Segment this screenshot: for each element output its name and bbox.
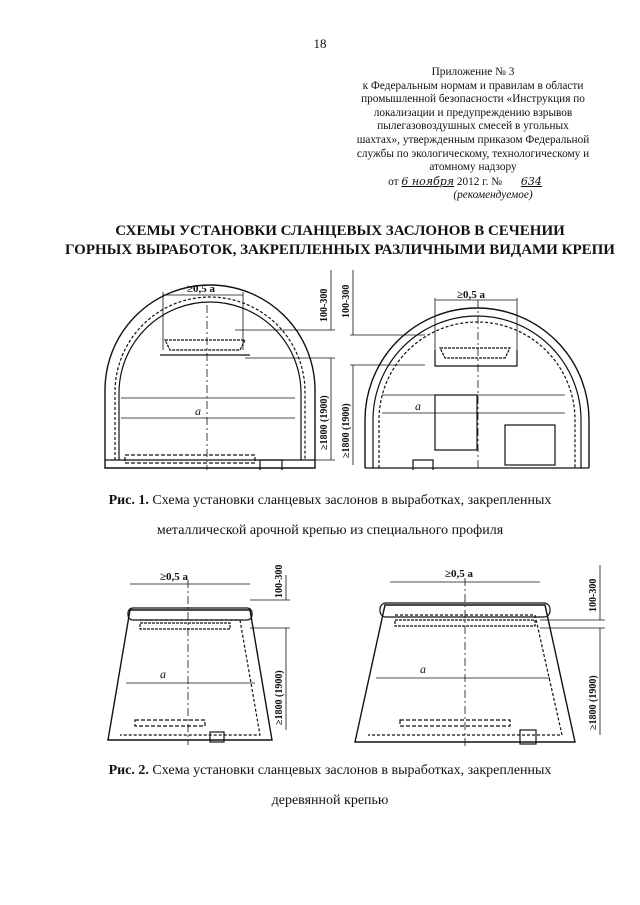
dim-gap: 100-300 <box>274 565 285 598</box>
dim-height: ≥1800 (1900) <box>341 403 352 458</box>
dim-width: a <box>420 662 426 676</box>
page-number: 18 <box>313 36 327 51</box>
figure-1-caption: Рис. 1. Схема установки сланцевых заслон… <box>70 486 590 546</box>
year: 2012 г. № <box>456 175 503 188</box>
date-prefix: от <box>388 175 399 188</box>
figure-2-caption: Рис. 2. Схема установки сланцевых заслон… <box>70 756 590 816</box>
recommended-note: (рекомендуемое) <box>453 189 533 202</box>
dim-half-width: ≥0,5 a <box>445 568 474 580</box>
dim-half-width: ≥0,5 a <box>160 571 189 583</box>
caption-text: металлической арочной крепью из специаль… <box>156 523 504 538</box>
dim-gap: 100-300 <box>341 285 352 318</box>
title-line-1: СХЕМЫ УСТАНОВКИ СЛАНЦЕВЫХ ЗАСЛОНОВ В СЕЧ… <box>115 223 565 239</box>
appendix-line: промышленной безопасности «Инструкция по <box>361 93 585 106</box>
figure-2-drawing: ≥0,5 a a 100-300 ≥1800 (1900) ≥0,5 a a 1… <box>107 565 605 746</box>
arch-support-right <box>350 270 590 470</box>
dim-width: a <box>195 404 201 418</box>
timber-frame-left <box>107 575 290 745</box>
shale-barrier-shelf <box>164 339 246 351</box>
appendix-line: локализации и предупреждению взрывов <box>373 106 573 119</box>
appendix-line: пылегазовоздушных смесей в угольных <box>377 120 569 133</box>
dim-half-width: ≥0,5 a <box>457 289 486 301</box>
dim-height: ≥1800 (1900) <box>319 395 330 450</box>
page-title: СХЕМЫ УСТАНОВКИ СЛАНЦЕВЫХ ЗАСЛОНОВ В СЕЧ… <box>60 222 620 260</box>
caption-text: деревянной крепью <box>271 793 389 808</box>
figure-label: Рис. 1. <box>108 493 149 508</box>
title-line-2: ГОРНЫХ ВЫРАБОТОК, ЗАКРЕПЛЕННЫХ РАЗЛИЧНЫМ… <box>65 242 615 258</box>
appendix-header: Приложение № 3 к Федеральным нормам и пр… <box>318 66 628 203</box>
caption-text: Схема установки сланцевых заслонов в выр… <box>152 493 552 508</box>
dim-gap: 100-300 <box>319 289 330 322</box>
arch-support-left <box>104 270 335 470</box>
appendix-line: к Федеральным нормам и правилам в област… <box>362 79 584 92</box>
figure-label: Рис. 2. <box>108 763 149 778</box>
handwritten-number: 634 <box>520 174 542 188</box>
dim-width: a <box>415 399 421 413</box>
caption-text: Схема установки сланцевых заслонов в выр… <box>152 763 552 778</box>
handwritten-date: 6 ноября <box>401 174 455 188</box>
dim-gap: 100-300 <box>588 579 599 612</box>
timber-frame-right <box>354 565 605 746</box>
appendix-line: шахтах», утвержденным приказом Федеральн… <box>356 133 590 146</box>
appendix-line: атомному надзору <box>429 161 517 174</box>
appendix-heading: Приложение № 3 <box>431 66 515 78</box>
figure-1-drawing: ≥0,5 a a 100-300 ≥1800 (1900) ≥0,5 a a 1… <box>104 270 590 470</box>
appendix-line: службы по экологическому, технологическо… <box>356 147 590 160</box>
dim-width: a <box>160 667 166 681</box>
appendix-date-line: от 6 ноября 2012 г. № 634 <box>318 175 628 190</box>
dim-height: ≥1800 (1900) <box>274 670 285 725</box>
dim-half-width: ≥0,5 a <box>187 283 216 295</box>
dim-height: ≥1800 (1900) <box>588 675 599 730</box>
